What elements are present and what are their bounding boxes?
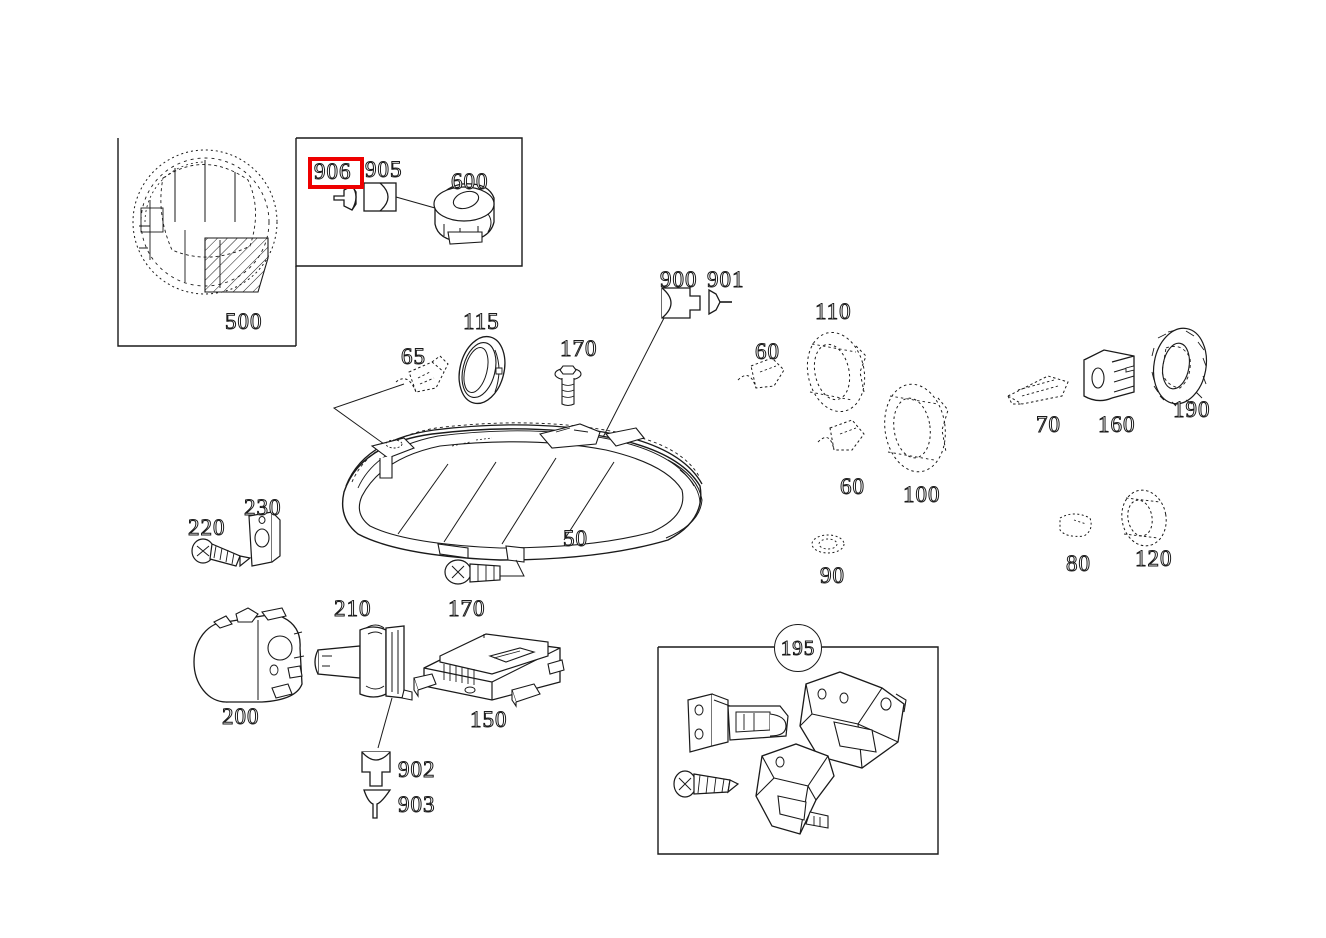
part-190-artwork [1151,327,1208,407]
highlight-box-906[interactable] [308,157,364,189]
part-901-artwork [708,288,732,316]
part-label-70[interactable]: 70 [1036,412,1061,437]
part-label-60-upper[interactable]: 60 [755,339,780,364]
callout-label-195: 195 [780,635,816,660]
part-80-artwork [1059,513,1092,537]
part-label-100[interactable]: 100 [903,482,941,507]
part-210-artwork [314,624,413,749]
part-label-50[interactable]: 50 [563,526,588,551]
part-label-115[interactable]: 115 [463,309,500,334]
part-500-artwork [132,149,278,295]
part-900-artwork [596,287,701,450]
part-220-artwork [191,538,252,568]
part-label-190[interactable]: 190 [1173,397,1211,422]
part-902-artwork [361,751,391,787]
part-label-80[interactable]: 80 [1066,551,1091,576]
part-label-903[interactable]: 903 [398,792,436,817]
part-600-artwork [433,183,495,245]
part-label-170-upper[interactable]: 170 [560,336,598,361]
part-label-901[interactable]: 901 [707,267,745,292]
part-120-artwork [1121,489,1167,547]
part-label-150[interactable]: 150 [470,707,508,732]
part-label-230[interactable]: 230 [244,495,282,520]
part-60-lower-artwork [817,419,865,451]
part-label-170-lower[interactable]: 170 [448,596,486,621]
part-100-artwork [884,383,949,473]
part-115-artwork [458,335,506,405]
part-label-200[interactable]: 200 [222,704,260,729]
part-label-90[interactable]: 90 [820,563,845,588]
part-170-lower-artwork [444,559,501,585]
part-110-artwork [806,331,867,413]
part-200-artwork [193,607,305,703]
part-label-120[interactable]: 120 [1135,546,1173,571]
part-905-artwork [363,182,436,212]
part-label-902[interactable]: 902 [398,757,436,782]
part-label-906[interactable]: 906 [314,159,352,184]
part-label-160[interactable]: 160 [1098,412,1136,437]
part-label-220[interactable]: 220 [188,515,226,540]
part-150-artwork [413,633,565,708]
part-label-500[interactable]: 500 [225,309,263,334]
part-60-upper-artwork [737,357,785,389]
part-50-artwork [341,422,703,577]
part-90-artwork [811,534,845,554]
detail-box-500-frame [117,138,297,347]
detail-box-sensor-frame [295,137,523,267]
part-170-upper-artwork [554,365,582,407]
part-label-210[interactable]: 210 [334,596,372,621]
part-label-65[interactable]: 65 [401,344,426,369]
detail-box-195-frame [657,646,939,855]
part-906-artwork [333,185,357,211]
part-label-905[interactable]: 905 [365,157,403,182]
part-70-artwork [1006,375,1069,405]
part-230-artwork [248,511,281,567]
part-65-artwork [395,355,449,393]
part-195-contents [673,671,907,835]
part-label-900[interactable]: 900 [660,267,698,292]
part-903-artwork [363,789,392,819]
part-label-60-lower[interactable]: 60 [840,474,865,499]
part-label-600[interactable]: 600 [451,169,489,194]
part-160-artwork [1083,349,1135,402]
callout-circle-195: 195 [774,624,822,672]
part-label-110[interactable]: 110 [815,299,852,324]
